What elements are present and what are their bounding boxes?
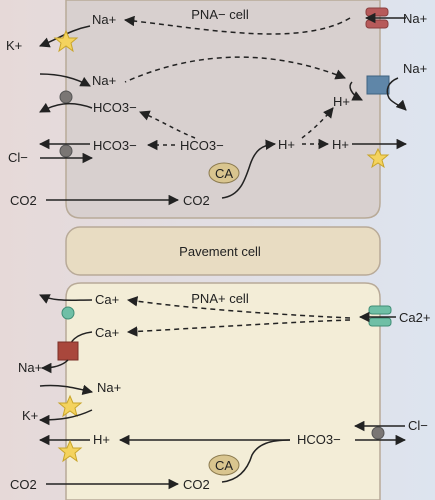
label-hco3-mid: HCO3− <box>180 138 224 153</box>
flux-arrow <box>221 139 277 199</box>
label-ca-bottom: CA <box>215 458 233 473</box>
label-co2-bottom-mid: CO2 <box>183 477 210 492</box>
label-h-right-upper: H+ <box>333 94 350 109</box>
flux-arrow <box>39 73 91 87</box>
pna-minus-title: PNA− cell <box>191 7 249 22</box>
pna-plus-title: PNA+ cell <box>191 291 249 306</box>
red-pump-icon <box>365 7 389 17</box>
label-h-bottom-left: H+ <box>93 432 110 447</box>
flux-arrow <box>40 359 69 374</box>
blue-square-exchanger-icon <box>366 75 390 95</box>
flux-arrow <box>39 384 94 395</box>
ca-enzyme-icon <box>208 162 240 184</box>
label-na-bottom-left: Na+ <box>18 360 42 375</box>
label-ca-right: Ca2+ <box>399 310 430 325</box>
flux-arrow <box>38 409 93 426</box>
star-transporter-icon <box>57 394 83 418</box>
flux-arrow <box>124 56 346 83</box>
flux-arrow <box>39 102 93 113</box>
label-co2-left: CO2 <box>10 193 37 208</box>
label-co2-bottom-left: CO2 <box>10 477 37 492</box>
label-ca-left-1: Ca+ <box>95 292 119 307</box>
label-k-top: K+ <box>6 38 22 53</box>
star-transporter-icon <box>366 147 390 169</box>
label-cl-left: Cl− <box>8 150 28 165</box>
label-k-bottom: K+ <box>22 408 38 423</box>
label-h-mid: H+ <box>278 137 295 152</box>
flux-arrow <box>221 439 291 483</box>
red-square-exchanger-icon <box>57 341 79 361</box>
label-ca-top: CA <box>215 166 233 181</box>
flux-arrow <box>123 15 351 35</box>
pavement-title: Pavement cell <box>179 244 261 259</box>
label-hco3-left-1: HCO3− <box>93 100 137 115</box>
gray-circle-channel-icon <box>59 144 73 158</box>
label-na-top-left: Na+ <box>92 12 116 27</box>
label-cl-right: Cl− <box>408 418 428 433</box>
label-na-mid-left: Na+ <box>92 73 116 88</box>
gray-circle-channel-icon <box>371 426 385 440</box>
pna-plus-cell <box>65 282 381 500</box>
flux-arrow <box>349 81 363 101</box>
pavement-cell <box>65 226 381 276</box>
green-pump-icon <box>368 305 392 315</box>
label-co2-mid: CO2 <box>183 193 210 208</box>
label-na-bottom-left-2: Na+ <box>97 380 121 395</box>
label-ca-left-2: Ca+ <box>95 325 119 340</box>
label-hco3-right: HCO3− <box>297 432 341 447</box>
green-pump-icon <box>368 317 392 327</box>
pna-minus-cell <box>65 0 381 219</box>
flux-arrow <box>39 294 93 304</box>
star-transporter-icon <box>53 29 79 53</box>
ca-enzyme-icon <box>208 454 240 476</box>
gray-circle-channel-icon <box>59 90 73 104</box>
red-pump-icon <box>365 19 389 29</box>
flux-arrow <box>301 107 334 139</box>
star-transporter-icon <box>57 439 83 463</box>
label-h-right-lower: H+ <box>332 137 349 152</box>
label-na-right-top: Na+ <box>403 11 427 26</box>
flux-arrow <box>386 77 407 111</box>
label-hco3-left-2: HCO3− <box>93 138 137 153</box>
green-circle-channel-icon <box>61 306 75 320</box>
label-na-right-mid: Na+ <box>403 61 427 76</box>
